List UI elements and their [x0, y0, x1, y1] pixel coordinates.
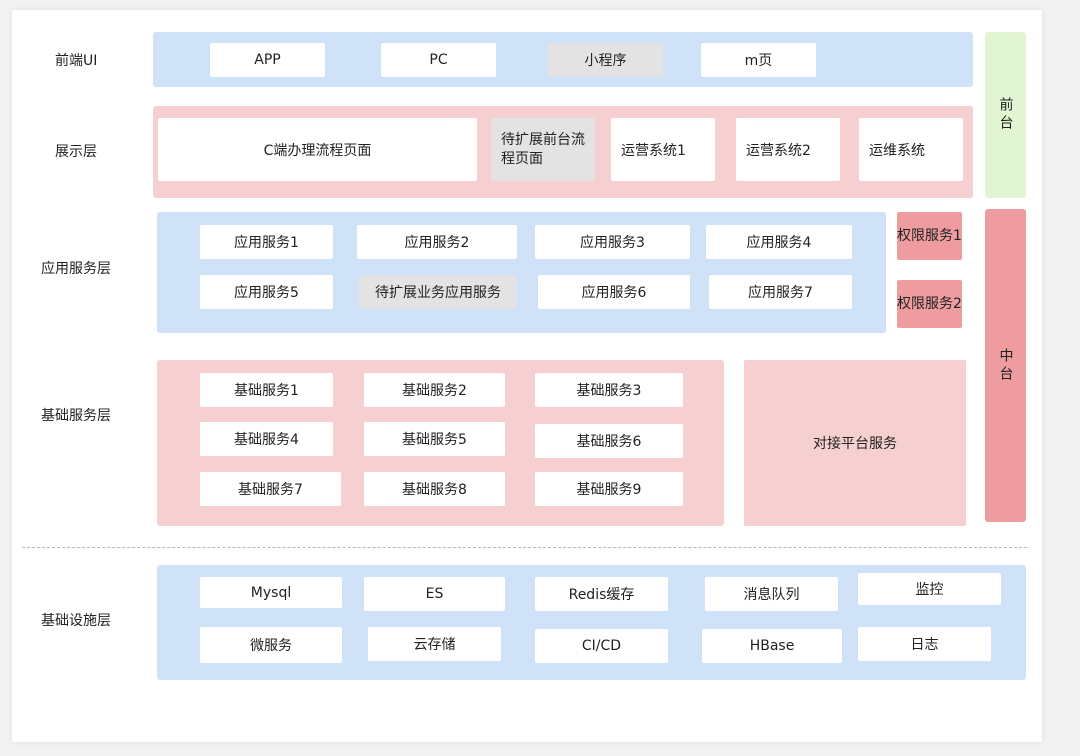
side-front: 前台	[985, 32, 1026, 198]
docking-platform-service: 对接平台服务	[744, 360, 966, 526]
presentation-c-page: C端办理流程页面	[158, 118, 477, 181]
base-service-8: 基础服务8	[364, 472, 505, 506]
base-service-2: 基础服务2	[364, 373, 505, 407]
side-middle: 中台	[985, 209, 1026, 522]
app-service-pending: 待扩展业务应用服务	[359, 275, 517, 309]
infra-mq: 消息队列	[705, 577, 838, 611]
infra-microservice: 微服务	[200, 627, 342, 663]
frontend-mini-program: 小程序	[548, 43, 663, 77]
layer-label-infra: 基础设施层	[41, 613, 111, 629]
frontend-app: APP	[210, 43, 325, 77]
permission-service-2: 权限服务2	[897, 280, 962, 328]
infra-log: 日志	[858, 627, 991, 661]
app-service-6: 应用服务6	[538, 275, 690, 309]
app-service-4: 应用服务4	[706, 225, 852, 259]
layer-label-frontend: 前端UI	[55, 53, 98, 69]
layer-label-app-service: 应用服务层	[41, 261, 111, 277]
infra-mysql: Mysql	[200, 577, 342, 608]
base-service-5: 基础服务5	[364, 422, 505, 456]
layer-divider	[22, 547, 1027, 548]
base-service-7: 基础服务7	[200, 472, 341, 506]
app-service-5: 应用服务5	[200, 275, 333, 309]
app-service-2: 应用服务2	[357, 225, 517, 259]
infra-monitoring: 监控	[858, 573, 1001, 605]
base-service-6: 基础服务6	[535, 424, 683, 458]
app-service-1: 应用服务1	[200, 225, 333, 259]
frontend-pc: PC	[381, 43, 496, 77]
app-service-7: 应用服务7	[709, 275, 852, 309]
infra-cicd: CI/CD	[535, 629, 668, 663]
base-service-3: 基础服务3	[535, 373, 683, 407]
permission-service-1: 权限服务1	[897, 212, 962, 260]
presentation-ops-1: 运营系统1	[611, 118, 715, 181]
infra-es: ES	[364, 577, 505, 611]
layer-label-base-service: 基础服务层	[41, 408, 111, 424]
app-service-3: 应用服务3	[535, 225, 690, 259]
base-service-1: 基础服务1	[200, 373, 333, 407]
base-service-9: 基础服务9	[535, 472, 683, 506]
infra-redis: Redis缓存	[535, 577, 668, 611]
frontend-m-page: m页	[701, 43, 816, 77]
infra-cloud-storage: 云存储	[368, 627, 501, 661]
base-service-4: 基础服务4	[200, 422, 333, 456]
presentation-pending-page: 待扩展前台流程页面	[491, 118, 595, 181]
presentation-maintenance: 运维系统	[859, 118, 963, 181]
layer-label-presentation: 展示层	[55, 144, 97, 160]
infra-hbase: HBase	[702, 629, 842, 663]
presentation-ops-2: 运营系统2	[736, 118, 840, 181]
